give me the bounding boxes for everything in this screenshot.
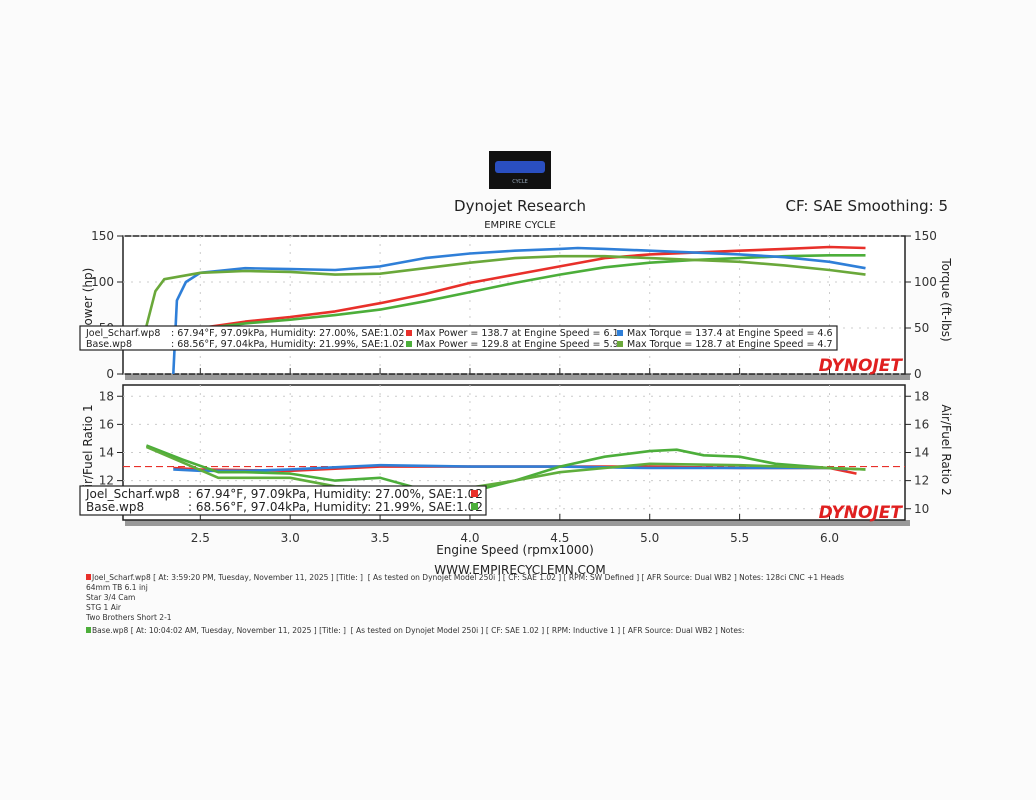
svg-text:CYCLE: CYCLE xyxy=(512,179,528,185)
run2-info: Base.wp8 [ At: 10:04:02 AM, Tuesday, Nov… xyxy=(92,626,745,635)
y2-tick-label: 10 xyxy=(914,502,929,516)
afr2-axis-label: Air/Fuel Ratio 2 xyxy=(939,404,953,495)
dynojet-brand: DYNOJET xyxy=(819,356,904,376)
legend-swatch xyxy=(471,503,478,510)
power-axis-label: Power (hp) xyxy=(81,268,95,333)
legend-swatch xyxy=(617,341,623,347)
y-tick-label: 14 xyxy=(99,446,114,460)
legend-swatch xyxy=(406,330,412,336)
legend-conditions: : 68.56°F, 97.04kPa, Humidity: 21.99%, S… xyxy=(171,339,404,350)
legend-file: Base.wp8 xyxy=(86,339,132,350)
afr1-axis-label: Air/Fuel Ratio 1 xyxy=(81,404,95,495)
note-line: STG 1 Air xyxy=(86,603,121,612)
y2-tick-label: 100 xyxy=(914,275,937,289)
x-tick-label: 2.5 xyxy=(191,531,210,545)
note-line: Two Brothers Short 2-1 xyxy=(86,613,172,622)
legend-file: Base.wp8 xyxy=(86,500,144,514)
x-tick-label: 4.0 xyxy=(460,531,479,545)
x-axis-label: Engine Speed (rpmx1000) xyxy=(436,543,594,557)
y2-tick-label: 50 xyxy=(914,321,929,335)
settings-label: CF: SAE Smoothing: 5 xyxy=(785,197,948,215)
legend-max-power: Max Power = 138.7 at Engine Speed = 6.1 xyxy=(416,328,619,339)
note-line: 64mm TB 6.1 inj xyxy=(86,583,148,592)
x-tick-label: 4.5 xyxy=(550,531,569,545)
legend-file: Joel_Scharf.wp8 xyxy=(85,487,180,501)
x-tick-label: 5.5 xyxy=(730,531,749,545)
legend-file: Joel_Scharf.wp8 xyxy=(85,328,160,339)
y2-tick-label: 14 xyxy=(914,446,929,460)
run1-info: Joel_Scharf.wp8 [ At: 3:59:20 PM, Tuesda… xyxy=(92,573,845,582)
dynojet-brand: DYNOJET xyxy=(819,503,904,523)
y-tick-label: 0 xyxy=(106,367,114,381)
y-tick-label: 12 xyxy=(99,474,114,488)
legend-max-torque: Max Torque = 128.7 at Engine Speed = 4.7 xyxy=(627,339,833,350)
air-fuel-ratio-chart: 2.53.03.54.04.55.05.56.01010121214141616… xyxy=(79,384,953,545)
y-tick-label: 18 xyxy=(99,389,114,403)
series-line-base-wp8-afr-2 xyxy=(145,445,866,494)
note-line: Star 3/4 Cam xyxy=(86,593,136,602)
x-tick-label: 6.0 xyxy=(820,531,839,545)
y2-tick-label: 18 xyxy=(914,389,929,403)
series-line-joel-scharf-wp8-afr-2 xyxy=(173,463,848,473)
y2-tick-label: 0 xyxy=(914,367,922,381)
legend-swatch xyxy=(471,490,478,497)
y2-tick-label: 150 xyxy=(914,229,937,243)
power-torque-chart: 005050100100150150 Power (hp) Torque (ft… xyxy=(79,229,953,381)
report-title: Dynojet Research xyxy=(454,197,586,215)
torque-axis-label: Torque (ft-lbs) xyxy=(939,257,953,341)
y-tick-label: 100 xyxy=(91,275,114,289)
y-tick-label: 150 xyxy=(91,229,114,243)
top-legend: Joel_Scharf.wp8 : 67.94°F, 97.09kPa, Hum… xyxy=(79,325,838,351)
legend-conditions: : 68.56°F, 97.04kPa, Humidity: 21.99%, S… xyxy=(188,500,483,514)
legend-conditions: : 67.94°F, 97.09kPa, Humidity: 27.00%, S… xyxy=(171,328,404,339)
y2-tick-label: 16 xyxy=(914,417,929,431)
report-subtitle: EMPIRE CYCLE xyxy=(484,220,556,231)
run2-notes: Base.wp8 [ At: 10:04:02 AM, Tuesday, Nov… xyxy=(86,626,744,636)
y2-tick-label: 12 xyxy=(914,474,929,488)
series-line-base-wp8-torque xyxy=(145,254,866,327)
legend-swatch xyxy=(406,341,412,347)
x-tick-label: 3.5 xyxy=(371,531,390,545)
y-tick-label: 16 xyxy=(99,417,114,431)
legend-conditions: : 67.94°F, 97.09kPa, Humidity: 27.00%, S… xyxy=(188,487,483,501)
bottom-legend: Joel_Scharf.wp8 : 67.94°F, 97.09kPa, Hum… xyxy=(79,485,487,516)
empire-cycle-logo: CYCLE xyxy=(489,151,551,189)
series-line-base-wp8-power xyxy=(146,254,866,334)
website: WWW.EMPIRECYCLEMN.COM xyxy=(434,563,605,577)
x-tick-label: 3.0 xyxy=(281,531,300,545)
run1-notes: Joel_Scharf.wp8 [ At: 3:59:20 PM, Tuesda… xyxy=(86,573,844,623)
legend-max-torque: Max Torque = 137.4 at Engine Speed = 4.6 xyxy=(627,328,833,339)
legend-max-power: Max Power = 129.8 at Engine Speed = 5.9 xyxy=(416,339,619,350)
legend-swatch xyxy=(617,330,623,336)
x-tick-label: 5.0 xyxy=(640,531,659,545)
series-line-joel-scharf-wp8-power xyxy=(173,245,866,334)
